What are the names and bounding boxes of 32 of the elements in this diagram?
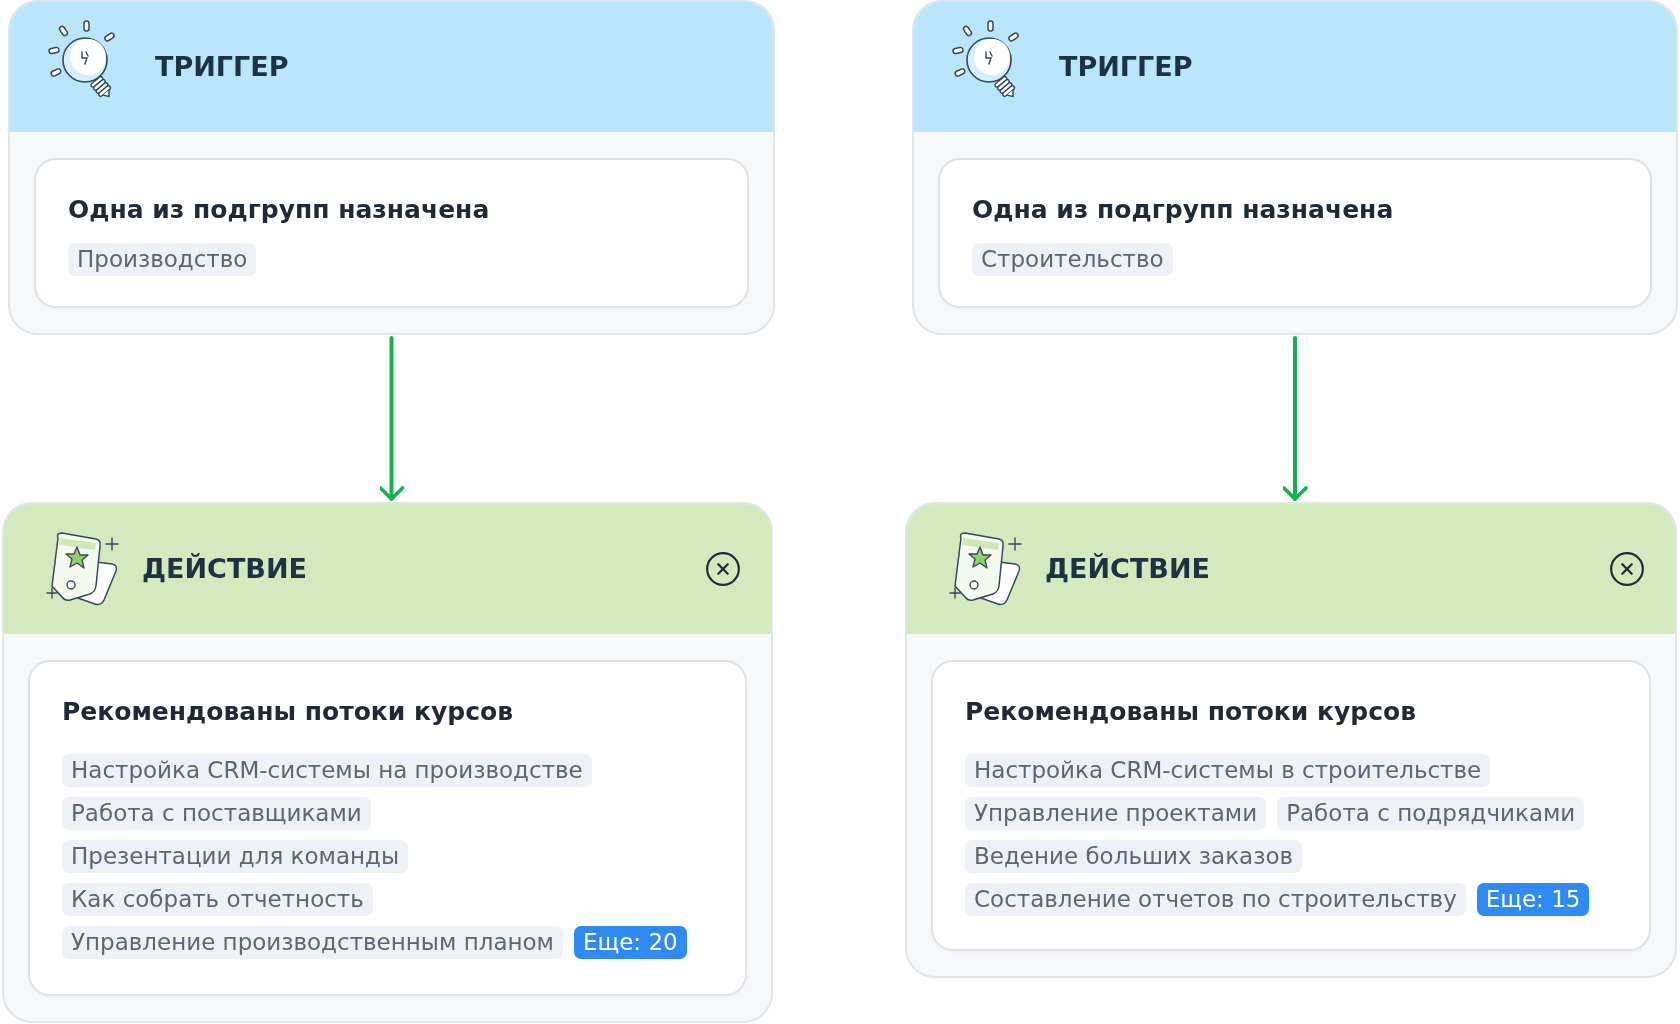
subgroup-tag: Производство: [68, 243, 257, 276]
card-heading: ДЕЙСТВИЕ: [142, 552, 307, 586]
panel-title: Одна из подгрупп назначена: [68, 194, 490, 226]
subgroup-tag: Строительство: [972, 243, 1173, 276]
card-heading: ТРИГГЕР: [1059, 50, 1193, 84]
arrow: [1282, 336, 1308, 501]
more-count-tag: Еще: 15: [1476, 883, 1590, 916]
course-tag: Управление производственным планом: [62, 926, 563, 959]
trigger-card: [912, 0, 1678, 335]
panel-title: Одна из подгрупп назначена: [972, 194, 1394, 226]
course-tag: Ведение больших заказов: [965, 840, 1303, 873]
course-tag: Презентации для команды: [62, 840, 409, 873]
card-heading: ДЕЙСТВИЕ: [1045, 552, 1210, 586]
course-tag: Управление проектами: [965, 797, 1267, 830]
condition-panel: [938, 158, 1652, 308]
condition-panel: [34, 158, 749, 308]
action-card: [905, 502, 1677, 978]
card-heading: ТРИГГЕР: [155, 50, 289, 84]
panel-title: Рекомендованы потоки курсов: [62, 696, 513, 728]
course-tag: Как собрать отчетность: [62, 883, 373, 916]
more-count-tag: Еще: 20: [573, 926, 687, 959]
course-tag: Составление отчетов по строительству: [965, 883, 1466, 916]
course-tag: Настройка CRM-системы в строительстве: [965, 754, 1491, 787]
recommendation-panel: [931, 660, 1651, 951]
course-tag: Работа с поставщиками: [62, 797, 371, 830]
panel-title: Рекомендованы потоки курсов: [965, 696, 1416, 728]
course-tag: Настройка CRM-системы на производстве: [62, 754, 592, 787]
arrow: [378, 336, 405, 501]
trigger-card: [8, 0, 775, 335]
recommendation-panel: [28, 660, 747, 996]
action-card: [2, 502, 773, 1023]
course-tag: Работа с подрядчиками: [1277, 797, 1585, 830]
